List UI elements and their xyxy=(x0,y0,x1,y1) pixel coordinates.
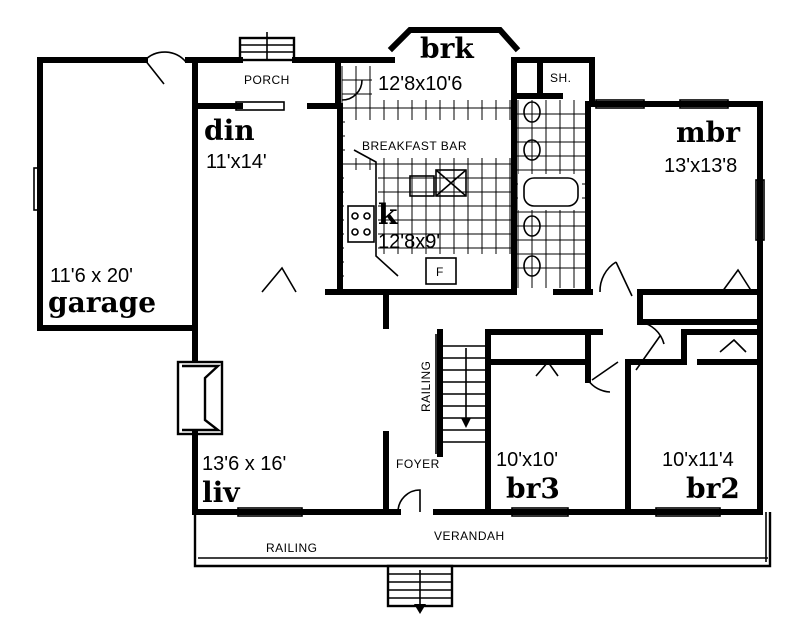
garage-door xyxy=(144,51,187,85)
room-br3-name: br3 xyxy=(506,472,560,505)
porch-steps xyxy=(238,32,296,62)
verandah xyxy=(193,512,772,614)
label-breakfast-bar: BREAKFAST BAR xyxy=(362,139,467,153)
room-din-dims: 11'x14' xyxy=(206,151,267,173)
sink-2 xyxy=(523,255,541,277)
staircase xyxy=(435,334,488,454)
label-verandah: VERANDAH xyxy=(434,529,505,543)
walls xyxy=(37,27,763,515)
toilet-2 xyxy=(523,215,541,237)
garage-window xyxy=(33,167,43,211)
fireplace xyxy=(176,360,224,436)
room-garage-name: garage xyxy=(48,286,156,319)
kitchen-fixtures xyxy=(347,149,467,285)
label-shower: SH. xyxy=(550,71,572,85)
room-kitchen-dims: 12'8x9' xyxy=(378,231,440,253)
label-fridge: F xyxy=(436,265,444,279)
label-porch: PORCH xyxy=(244,73,290,87)
room-liv-name: liv xyxy=(202,476,240,509)
room-brk-dims: 12'8x10'6 xyxy=(378,73,462,95)
toilet-1 xyxy=(523,101,541,123)
room-mbr-dims: 13'x13'8 xyxy=(664,155,737,177)
sink-1 xyxy=(523,139,541,161)
room-br3-dims: 10'x10' xyxy=(496,449,558,471)
label-stair-railing: RAILING xyxy=(419,360,433,412)
room-br2-name: br2 xyxy=(686,472,740,505)
door-swings xyxy=(261,79,753,513)
room-din-name: din xyxy=(204,114,255,147)
room-liv-dims: 13'6 x 16' xyxy=(202,453,286,475)
room-br2-dims: 10'x11'4 xyxy=(662,449,734,471)
room-garage-dims: 11'6 x 20' xyxy=(50,265,133,287)
breakfast-bar-area xyxy=(345,120,511,158)
kitchen-counter-bottom xyxy=(378,254,512,288)
room-kitchen-name: k xyxy=(378,198,398,231)
room-mbr-name: mbr xyxy=(676,116,741,149)
label-front-railing: RAILING xyxy=(266,541,318,555)
windows xyxy=(235,99,765,517)
label-foyer: FOYER xyxy=(396,457,440,471)
room-brk-name: brk xyxy=(420,32,474,65)
kitchen-counter-left xyxy=(344,170,378,288)
